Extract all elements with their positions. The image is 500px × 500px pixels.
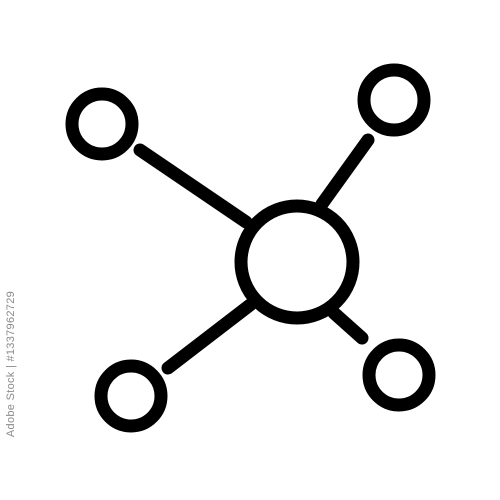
connector-line-bottom-left <box>161 298 257 375</box>
connector-line-top-right <box>315 133 375 211</box>
connector-line-top-left <box>133 143 253 229</box>
node-bottom-left <box>94 359 168 433</box>
node-top-right <box>357 63 431 137</box>
node-bottom-right <box>362 338 436 412</box>
stock-id-label: Adobe Stock | #1337962729 <box>5 290 17 438</box>
connector-line-bottom-right <box>327 306 369 345</box>
hub-node-center <box>234 199 360 325</box>
node-top-left <box>65 87 139 161</box>
